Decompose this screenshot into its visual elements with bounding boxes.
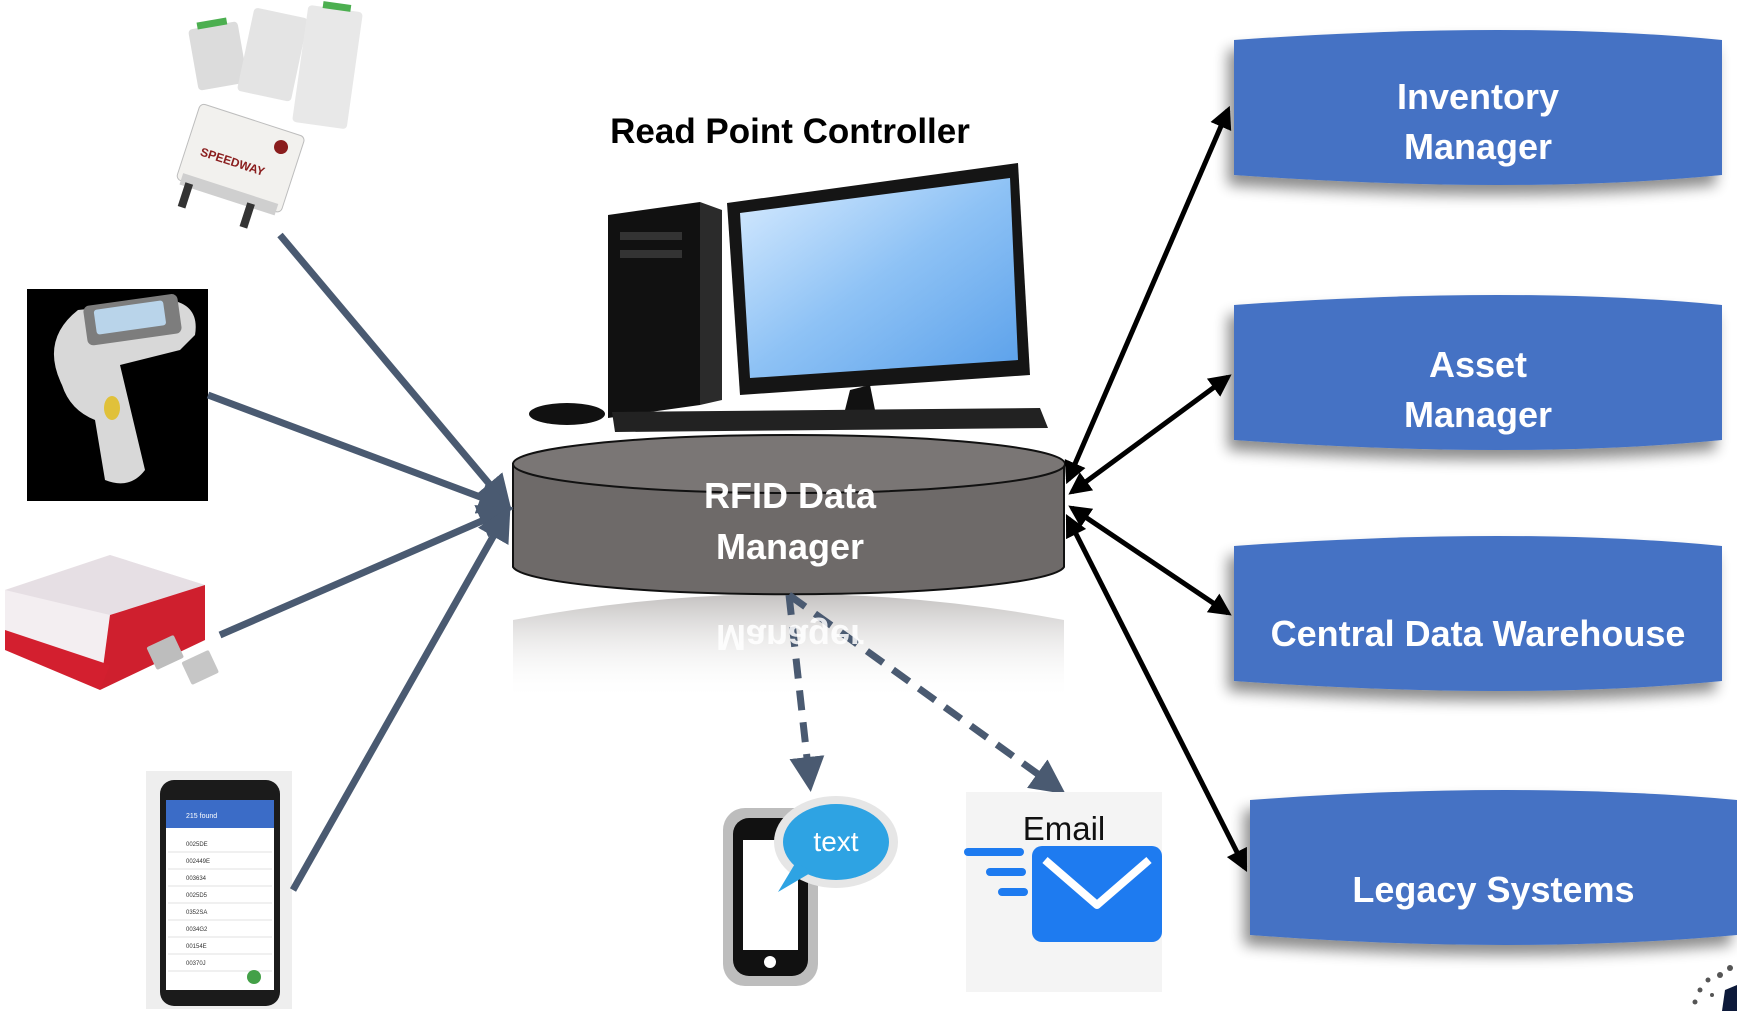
- phone-tag-list: 0025DE 002449E 003634 0025D5 0352SA 0034G2 001…: [168, 842, 272, 972]
- system-box-inventory-manager: [1234, 30, 1722, 185]
- rfid-data-manager-label: RFID Data Manager: [590, 470, 990, 572]
- phone-app-header: 215 found: [186, 813, 217, 820]
- phone-tag-row: 00370J: [186, 961, 206, 967]
- system-label-line2: Manager: [1403, 394, 1553, 435]
- arrow-manager-inventory: [1064, 105, 1232, 485]
- arrow-raspberry-pi-to-manager: [218, 505, 514, 639]
- read-point-controller-computer: [529, 163, 1048, 432]
- raspberry-pi-case-image: [5, 555, 219, 690]
- fixed-reader-image: SPEEDWAY: [176, 1, 363, 229]
- email-icon: Email: [964, 792, 1162, 992]
- system-link-arrows: [1064, 105, 1248, 873]
- corner-logo-fragment: [1692, 965, 1737, 1011]
- arrow-manager-warehouse: [1068, 505, 1232, 616]
- system-label-line1: Inventory: [1396, 76, 1560, 117]
- handheld-reader-image: [27, 289, 208, 501]
- system-box-asset-manager: [1234, 295, 1722, 450]
- sms-text-icon: text: [723, 796, 898, 986]
- system-label-asset-manager: Asset Manager: [1234, 340, 1722, 440]
- phone-tag-row: 0025D5: [186, 893, 208, 899]
- system-label-line2: Manager: [1403, 126, 1553, 167]
- system-box-central-data-warehouse: [1234, 536, 1722, 691]
- phone-tag-row: 00154E: [186, 944, 207, 950]
- phone-tag-row: 003634: [186, 876, 207, 882]
- smartphone-app-image: 215 found 0025DE 002449E 003634 0025D5 0352S…: [146, 771, 292, 1009]
- system-label-line1: Legacy Systems: [1352, 869, 1635, 910]
- phone-tag-row: 0034G2: [186, 927, 208, 933]
- system-label-line1: Central Data Warehouse: [1270, 613, 1686, 654]
- phone-tag-row: 0025DE: [186, 842, 208, 848]
- arrow-manager-to-email: [786, 592, 1066, 795]
- system-box-legacy-systems: [1250, 790, 1737, 945]
- notification-arrows: [785, 592, 1066, 795]
- rfid-data-manager-line2: Manager: [715, 526, 865, 567]
- system-label-inventory-manager: Inventory Manager: [1234, 72, 1722, 172]
- arrow-fixed-reader-to-manager: [277, 232, 512, 511]
- system-label-line1: Asset: [1428, 344, 1528, 385]
- arrow-phone-to-manager: [289, 505, 511, 892]
- phone-tag-row: 002449E: [186, 859, 210, 865]
- phone-tag-row: 0352SA: [186, 910, 207, 916]
- email-label: Email: [1023, 810, 1106, 847]
- arrow-handheld-to-manager: [206, 391, 514, 514]
- arrow-manager-asset: [1068, 374, 1232, 495]
- rfid-data-manager-cylinder: [512, 434, 1066, 700]
- rfid-data-manager-reflection: Manager: [715, 617, 865, 658]
- rfid-data-manager-line1: RFID Data: [703, 475, 877, 516]
- system-boxes: [1234, 30, 1737, 945]
- read-point-controller-label: Read Point Controller: [610, 112, 970, 151]
- system-label-legacy-systems: Legacy Systems: [1250, 865, 1737, 915]
- device-input-arrows: [206, 232, 514, 892]
- sms-text-label: text: [813, 826, 858, 857]
- arrow-manager-legacy: [1065, 513, 1248, 873]
- system-label-central-data-warehouse: Central Data Warehouse: [1234, 609, 1722, 659]
